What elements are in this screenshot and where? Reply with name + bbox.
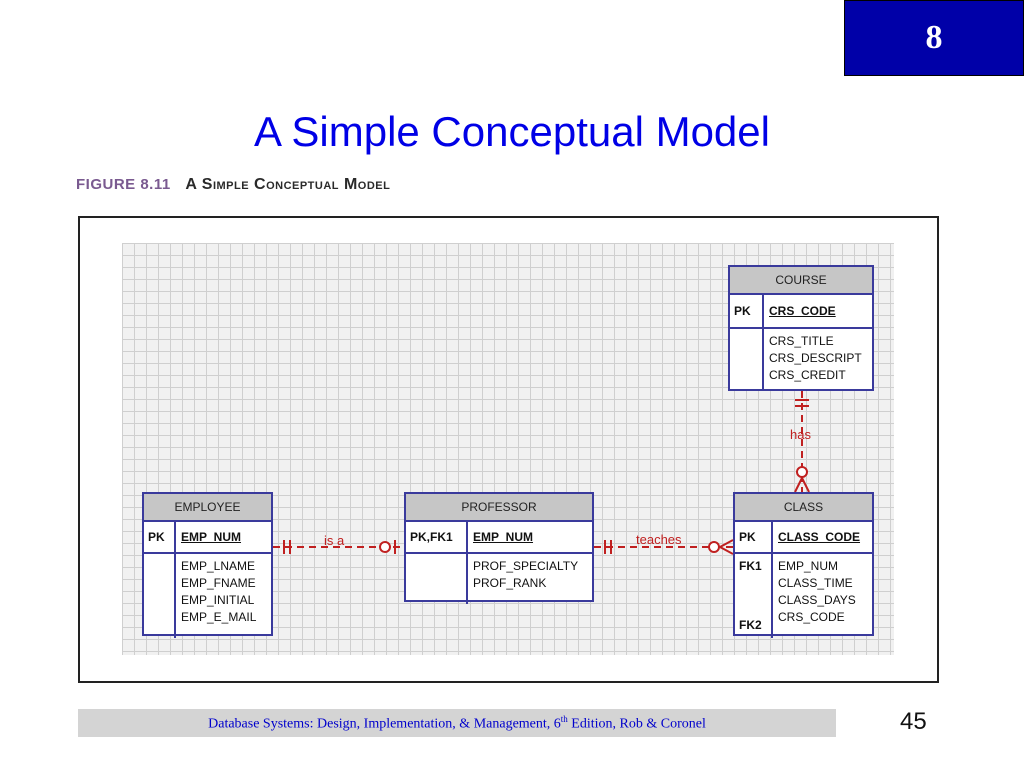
entity-class-name: CLASS — [735, 494, 872, 522]
entity-course-attrs: CRS_TITLE CRS_DESCRIPT CRS_CREDIT — [764, 329, 867, 391]
entity-class-pk-row: PK CLASS_CODE — [735, 522, 872, 554]
chapter-number: 8 — [925, 19, 943, 56]
entity-class-attr-row: FK1 FK2 EMP_NUM CLASS_TIME CLASS_DAYS CR… — [735, 554, 872, 638]
entity-course-attr: CRS_TITLE — [769, 334, 834, 348]
footer-text: Database Systems: Design, Implementation… — [208, 714, 706, 733]
entity-class-fk1-label: FK1 — [739, 559, 762, 573]
entity-class-pk-col: CLASS_CODE — [773, 522, 865, 552]
entity-professor-key-col: PK,FK1 — [406, 522, 468, 552]
relationship-label-has: has — [790, 427, 811, 442]
entity-course-attr: CRS_DESCRIPT — [769, 351, 862, 365]
footer-sup: th — [560, 713, 568, 724]
entity-course-pk-row: PK CRS_CODE — [730, 295, 872, 329]
entity-professor-attr: PROF_SPECIALTY — [473, 559, 579, 573]
figure-number: FIGURE 8.11 — [76, 176, 171, 193]
entity-employee-attr: EMP_E_MAIL — [181, 610, 257, 624]
entity-professor-attr-row: PROF_SPECIALTY PROF_RANK — [406, 554, 592, 604]
entity-employee-key-col: PK — [144, 522, 176, 552]
entity-class-attr: EMP_NUM — [778, 559, 839, 573]
entity-employee[interactable]: EMPLOYEE PK EMP_NUM EMP_LNAME EMP_FNAME … — [142, 492, 273, 638]
entity-employee-pk-row: PK EMP_NUM — [144, 522, 271, 554]
entity-class-pk-label: PK — [739, 529, 756, 544]
entity-employee-attr: EMP_LNAME — [181, 559, 256, 573]
entity-professor-attr: PROF_RANK — [473, 576, 547, 590]
entity-professor-pk-row: PK,FK1 EMP_NUM — [406, 522, 592, 554]
entity-employee-attrs: EMP_LNAME EMP_FNAME EMP_INITIAL EMP_E_MA… — [176, 554, 261, 638]
entity-class-attr: CRS_CODE — [778, 610, 845, 624]
slide-title: A Simple Conceptual Model — [254, 108, 770, 155]
entity-class-fk2-label: FK2 — [739, 618, 762, 632]
entity-employee-pk-label: PK — [148, 529, 165, 544]
entity-employee-attr: EMP_FNAME — [181, 576, 256, 590]
relationship-label-teaches: teaches — [636, 532, 682, 547]
entity-employee-attr-row: EMP_LNAME EMP_FNAME EMP_INITIAL EMP_E_MA… — [144, 554, 271, 638]
entity-course-pk-label: PK — [734, 303, 751, 318]
entity-course[interactable]: COURSE PK CRS_CODE CRS_TITLE CRS_DESCRIP… — [728, 265, 874, 391]
teaches-crow-2 — [719, 546, 734, 555]
figure-title: A Simple Conceptual Model — [185, 176, 391, 193]
entity-employee-name: EMPLOYEE — [144, 494, 271, 522]
has-crow-2 — [801, 477, 810, 493]
entity-professor-pk-label: PK,FK1 — [410, 529, 453, 544]
entity-class[interactable]: CLASS PK CLASS_CODE FK1 FK2 EMP_NUM CLAS… — [733, 492, 874, 638]
entity-course-key-col-2 — [730, 329, 764, 391]
entity-course-attr: CRS_CREDIT — [769, 368, 846, 382]
is-a-circle — [379, 541, 391, 553]
footer-bar: Database Systems: Design, Implementation… — [78, 709, 836, 737]
chapter-number-box: 8 — [844, 0, 1024, 76]
has-circle — [796, 466, 808, 478]
entity-course-name: COURSE — [730, 267, 872, 295]
page-number: 45 — [900, 708, 927, 735]
entity-class-attr: CLASS_DAYS — [778, 593, 856, 607]
entity-employee-key-col-2 — [144, 554, 176, 638]
entity-class-key-col: PK — [735, 522, 773, 552]
entity-professor-pk-attr: EMP_NUM — [473, 529, 534, 544]
footer-text-before: Database Systems: Design, Implementation… — [208, 716, 561, 732]
entity-course-pk-col: CRS_CODE — [764, 295, 841, 327]
entity-course-pk-attr: CRS_CODE — [769, 303, 836, 318]
footer-text-after: Edition, Rob & Coronel — [567, 716, 706, 732]
entity-professor[interactable]: PROFESSOR PK,FK1 EMP_NUM PROF_SPECIALTY … — [404, 492, 594, 604]
entity-class-attr: CLASS_TIME — [778, 576, 853, 590]
figure-caption: FIGURE 8.11 A Simple Conceptual Model — [76, 176, 390, 194]
entity-employee-pk-attr: EMP_NUM — [181, 529, 242, 544]
teaches-circle — [708, 541, 720, 553]
teaches-crow-1 — [719, 539, 734, 548]
entity-professor-name: PROFESSOR — [406, 494, 592, 522]
entity-course-key-col: PK — [730, 295, 764, 327]
entity-class-pk-attr: CLASS_CODE — [778, 529, 861, 544]
relationship-label-is-a: is a — [324, 533, 345, 548]
entity-employee-pk-col: EMP_NUM — [176, 522, 246, 552]
entity-course-attr-row: CRS_TITLE CRS_DESCRIPT CRS_CREDIT — [730, 329, 872, 391]
entity-class-attrs: EMP_NUM CLASS_TIME CLASS_DAYS CRS_CODE — [773, 554, 861, 638]
entity-professor-attrs: PROF_SPECIALTY PROF_RANK — [468, 554, 583, 604]
entity-professor-pk-col: EMP_NUM — [468, 522, 538, 552]
has-crow-1 — [794, 477, 803, 493]
entity-class-fk-col: FK1 FK2 — [735, 554, 773, 638]
entity-professor-key-col-2 — [406, 554, 468, 604]
entity-employee-attr: EMP_INITIAL — [181, 593, 255, 607]
